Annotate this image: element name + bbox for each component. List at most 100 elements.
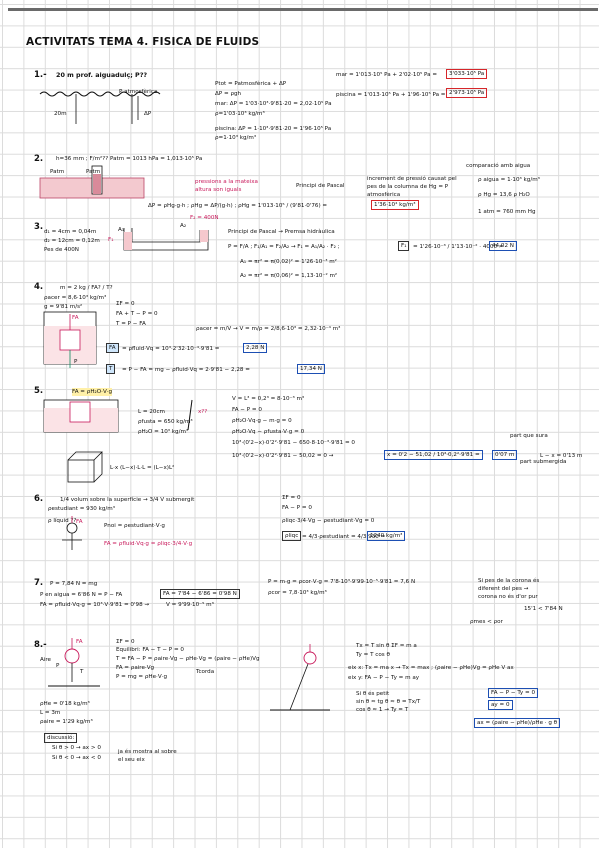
problem-1-dp-label: ΔP [144,111,152,117]
p1-line-3: ρ=1'03·10³ kg/m³ [215,111,265,117]
p3-calc: = 1'26·10⁻³ / 1'13·10⁻² · 4000 = [413,244,504,250]
p8-eq-y: eix y: FA − P − Ty = m ay [348,675,420,681]
p1-mar-line: mar = 1'013·10⁵ Pa + 2'02·10⁵ Pa = [336,72,438,78]
p3-data-0: d₁ = 4cm = 0,04m [44,229,97,235]
p7-statement: P = 7,84 N = mg [50,581,98,587]
p8-balloon-figure [48,638,100,687]
p8-small-1: sin θ ≈ tg θ ≈ θ = Tx/T [356,699,421,705]
p8-line-4: P = mg = ρHe·V·g [116,674,167,680]
problem-3-number: 3. [34,222,44,232]
problem-1-atm-label: P atmosfèrica [119,89,158,95]
p8-data-2: ρaire = 1'29 kg/m³ [40,719,93,725]
p7-right-0: P = m·g = ρcor·V·g = 7'8·10³·9'99·10⁻⁵·9… [268,579,416,585]
p8-small-2: cos θ ≈ 1 → Ty = T [356,707,409,713]
p4-data-0: ρacer = 8,6·10³ kg/m³ [44,295,107,301]
p4-t-result: 17,34 N [297,364,325,375]
p4-force-p: P [74,359,78,365]
p7-right-1: ρcor = 7,8·10³ kg/m³ [268,590,327,596]
p5-line-2: ρH₂O·Vq·g − m·g = 0 [232,418,292,424]
p6-unknown: ρ líquid ?? [48,518,77,524]
p8-data-0: ρHe = 0'18 kg/m³ [40,701,90,707]
p8-angle-figure [270,644,330,711]
p5-divider [187,399,193,431]
p5-cube-formula: L·x (L−x)·L·L = (L−x)L² [110,465,175,471]
p5-x-eq: x = 0'2 − 51,02 / 10³·0,2²·9'81 = [384,450,483,461]
p3-f1-label: F₁ [398,241,410,252]
p6-sys-0: ΣF = 0 [282,495,301,501]
problem-4-number: 4. [34,282,44,292]
p3-area-0: A₁ = πr² = π(0,02)² = 1'26·10⁻³ m² [240,259,337,265]
p8-small-0: Si θ és petit [356,691,390,697]
p8-discussion-0: Si θ > 0 → ax > 0 [52,745,101,751]
p1-line-1: ΔP = ρgh [215,91,242,97]
p1-mar-result: 3'033·10⁵ Pa [446,69,488,80]
p5-data-2: ρH₂O = 10³ kg/m³ [138,429,189,435]
p7-ineq: 15'1 < 7'84 N [524,606,563,612]
p5-part-above: part que sura [510,433,548,439]
p8-tension: Tcorda [196,669,215,675]
p2-principle: Principi de Pascal [296,183,345,189]
problem-4-figure [43,311,97,368]
p4-fa-result: 2,28 N [243,343,268,354]
problem-7-number: 7. [34,578,44,588]
p4-fa-label: FA [106,343,119,354]
p3-data-2: Pes de 400N [44,247,79,253]
p3-result: 44,02 N [489,241,517,252]
p6-figure [62,516,82,550]
problem-5-number: 5. [34,386,44,396]
p6-result-label: ρliqc [282,531,302,542]
p1-line-0: Ptot = Patmosfèrica + ΔP [215,81,287,87]
p1-line-5: piscina: ΔP = 1·10³·9'81·20 = 1'96·10⁵ P… [215,126,332,132]
p5-data-1: ρfusta = 650 kg/m³ [138,419,193,425]
p5-line-3: ρH₂O·Vq − ρfusta·V·g = 0 [232,429,305,435]
p8-discussion-note: ja és mostra al sobre el seu eix [118,749,177,764]
p5-line-0: V = L³ = 0,2³ = 8·10⁻³ m³ [232,396,305,402]
p4-statement: m = 2 kg / FA? / T? [60,285,113,291]
p6-sys-1: FA − P = 0 [282,505,312,511]
problem-8-number: 8.- [34,640,47,650]
p3-data-1: d₂ = 12cm = 0,12m [44,238,100,244]
p3-formula: P = F/A ; F₁/A₁ = F₂/A₂ → F₁ = A₁/A₂ · F… [228,244,340,250]
p8-force-t: T [80,669,84,675]
p6-sys-2: ρliqc·3/4·Vg − ρestudiant·Vg = 0 [282,518,375,524]
p4-data-1: g = 9'81 m/s² [44,304,83,310]
p7-p-water: P en aigua = 6'86 N = P − FA [40,592,123,598]
p4-force-fa: FA [72,315,79,321]
problem-1-figure [39,91,161,124]
p8-eq-x: eix x: Tx = ma x → Tx = max ; (ρaire − ρ… [348,665,514,671]
p6-statement: 1/4 volum sobre la superfície → 3/4 V su… [60,497,195,503]
p8-air-label: Aire [40,657,51,663]
p3-fig-f2: F₂ = 400N [190,215,219,221]
p4-t-calc: = P − FA = mg − ρfluid·Vq = 2·9'81 − 2,2… [122,367,250,373]
p7-fa-box: FA = 7'84 − 6'86 = 0'98 N [160,589,240,600]
top-rule [8,8,598,25]
problem-6-number: 6. [34,494,44,504]
problem-1-depth-label: 20m [54,111,67,117]
problem-1-number: 1.- [34,70,47,80]
p3-fig-f1: F₁ [108,237,114,243]
problem-2-figure [39,165,145,199]
p3-fig-a1: A₁ [118,227,125,233]
p5-xq: x?? [198,409,208,415]
problem-5-figure [43,399,119,433]
p2-note: pressions a la mateixa altura son iguals [195,179,258,194]
p6-line-fa: FA = ρfluid·Vq·g = ρliqc·3/4·V·g [104,541,193,547]
p5-statement: FA = ρH₂O·V·g [72,388,113,397]
p3-area-1: A₂ = πr² = π(0,06)² = 1,13·10⁻² m² [240,273,338,279]
p8-box1: FA − P − Ty = 0 [488,688,539,699]
p7-v-result: V = 9'99·10⁻⁵ m³ [166,602,214,608]
p5-data-0: L = 20cm [138,409,166,415]
p8-force-p: P [56,663,60,669]
p6-line-p: Pnoi = ρestudiant·V·g [104,523,165,529]
p2-result: 1'36·10⁴ kg/m³ [371,200,419,211]
p6-data: ρestudiant = 930 kg/m³ [48,506,115,512]
p1-line-2: mar: ΔP = 1'03·10³·9'81·20 = 2,02·10⁵ Pa [215,101,332,107]
p4-fa-calc: = ρfluid·Vq = 10³·2'32·10⁻⁴·9'81 = [122,346,220,352]
p2-compare-title: comparació amb aigua [466,163,531,169]
p1-line-4: ρ=1·10³ kg/m³ [215,135,257,141]
p8-discussion-title: discussió: [44,733,78,744]
p8-box2: ay = 0 [488,700,513,711]
p4-line-2: T = P − FA [116,321,146,327]
problem-1-statement: 20 m prof. aiguadulç; P?? [56,71,148,79]
p6-result-calc: = 4/3·ρestudiant = 4/3·930 = [302,534,386,540]
